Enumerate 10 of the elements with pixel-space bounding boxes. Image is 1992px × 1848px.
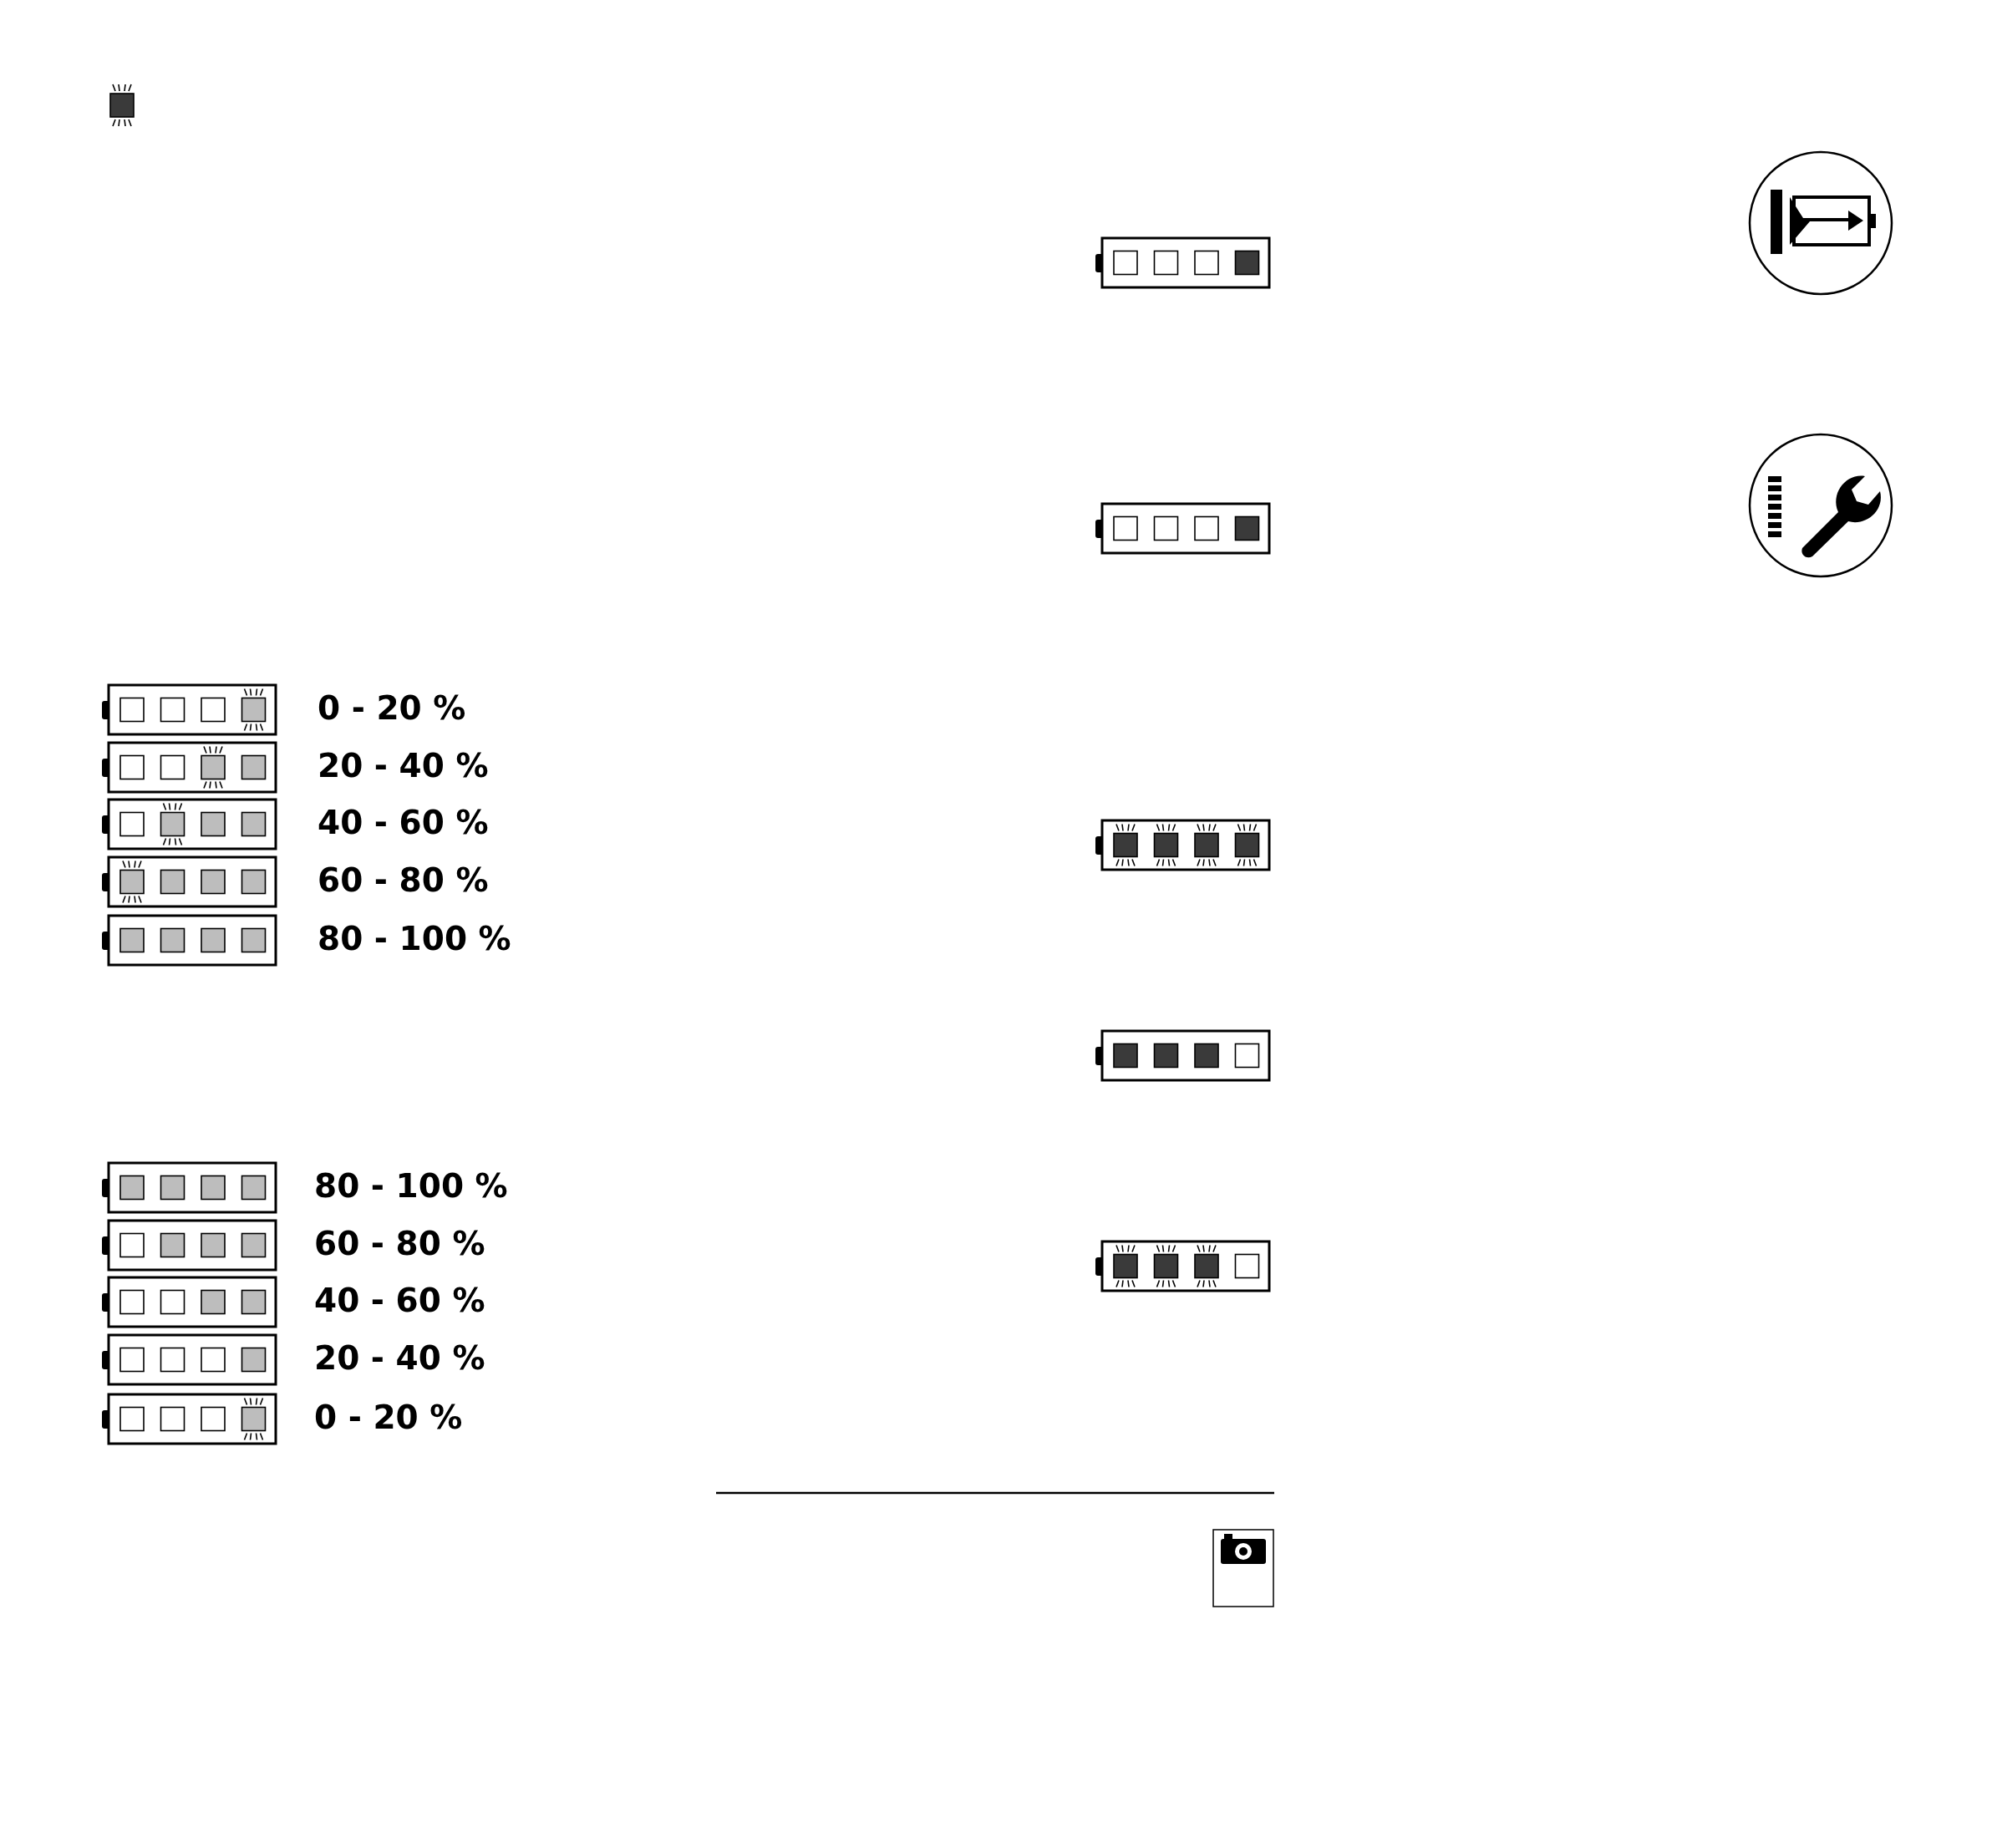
charge-level-text: 80 - 100 %: [314, 1166, 508, 1206]
charge-level-text: 80 - 100 %: [318, 919, 511, 959]
charge-level-text: 40 - 60 %: [314, 1281, 485, 1321]
charge-level-text: 0 - 20 %: [314, 1398, 463, 1438]
charge-level-text: 40 - 60 %: [318, 803, 489, 843]
charge-level-text: 20 - 40 %: [318, 746, 489, 786]
charge-level-text: 60 - 80 %: [314, 1224, 485, 1264]
charge-level-text: 0 - 20 %: [318, 688, 466, 729]
charge-level-text: 60 - 80 %: [318, 861, 489, 901]
charge-level-text: 20 - 40 %: [314, 1338, 485, 1378]
